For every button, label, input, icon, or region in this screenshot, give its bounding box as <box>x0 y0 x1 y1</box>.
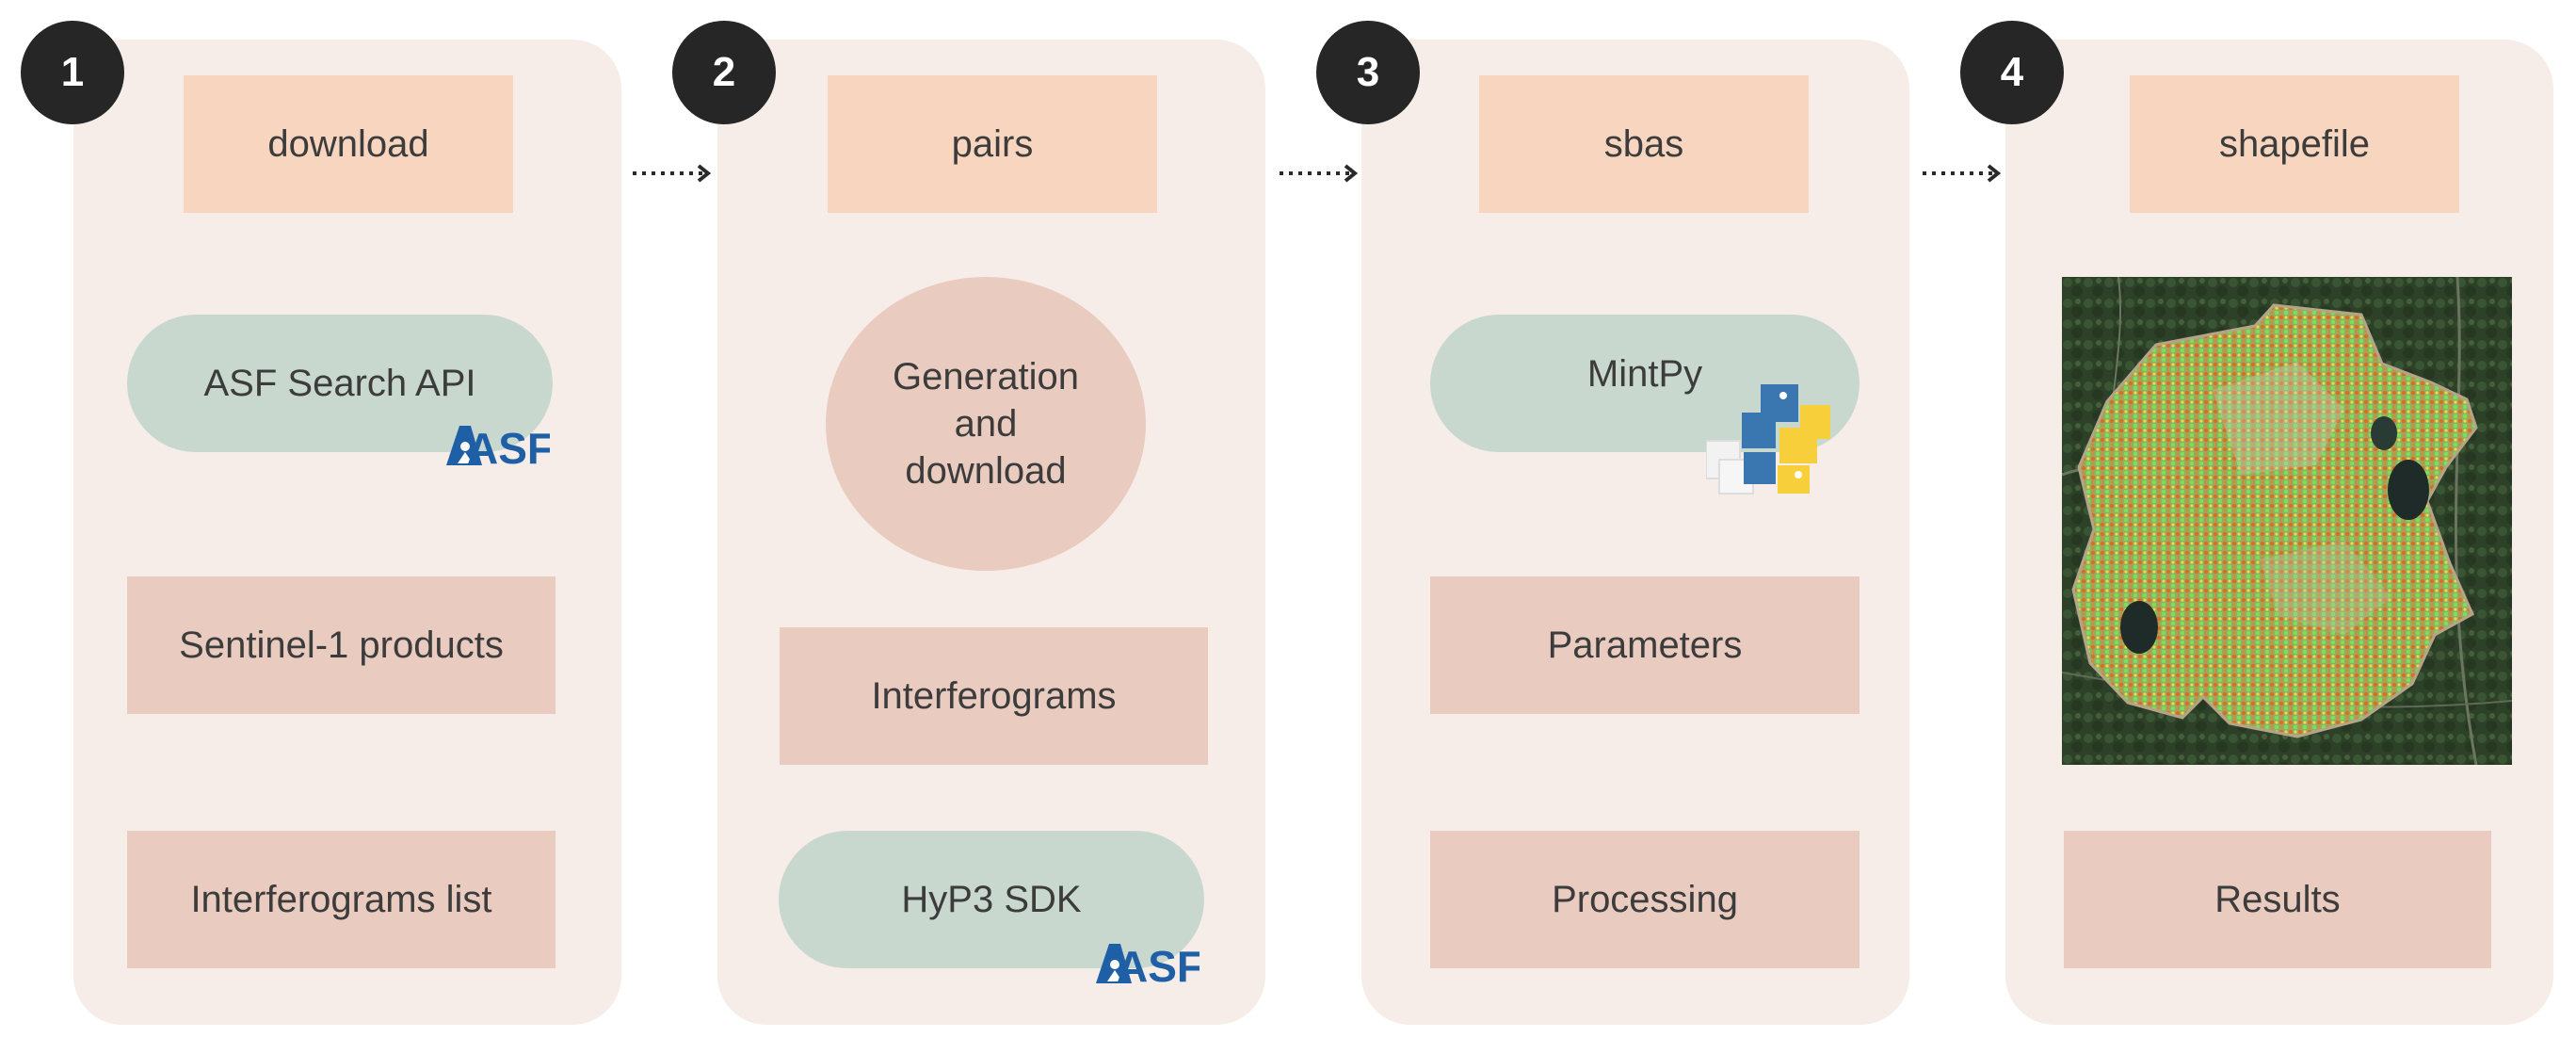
asf-logo-text: ASF <box>467 424 550 467</box>
asf-logo-icon: ASF <box>1096 942 1199 985</box>
interferograms-list-box: Interferograms list <box>127 831 555 968</box>
step-4-badge: 4 <box>1960 21 2064 124</box>
python-logo-icon <box>1706 384 1830 495</box>
step-3-badge: 3 <box>1316 21 1420 124</box>
sbas-command-box: sbas <box>1479 75 1809 213</box>
asf-logo-icon: ASF <box>446 424 550 467</box>
download-command-box: download <box>184 75 513 213</box>
dotted-right-arrow-icon <box>1280 164 1359 183</box>
step-2-badge: 2 <box>672 21 776 124</box>
pairs-command-box: pairs <box>828 75 1157 213</box>
step-1-badge: 1 <box>21 21 124 124</box>
results-box: Results <box>2064 831 2491 968</box>
dotted-right-arrow-icon <box>1923 164 2002 183</box>
sentinel-1-products-box: Sentinel-1 products <box>127 576 555 714</box>
shapefile-command-box: shapefile <box>2130 75 2459 213</box>
interferograms-box: Interferograms <box>780 627 1208 765</box>
dotted-right-arrow-icon <box>633 164 712 183</box>
asf-logo-text: ASF <box>1117 942 1199 985</box>
hyp3-sdk-pill: HyP3 SDK <box>779 831 1204 968</box>
asf-search-api-pill: ASF Search API <box>127 315 553 452</box>
generation-and-download-circle: Generation and download <box>826 277 1146 571</box>
processing-box: Processing <box>1430 831 1860 968</box>
deformation-map-image <box>2062 277 2512 765</box>
parameters-box: Parameters <box>1430 576 1860 714</box>
